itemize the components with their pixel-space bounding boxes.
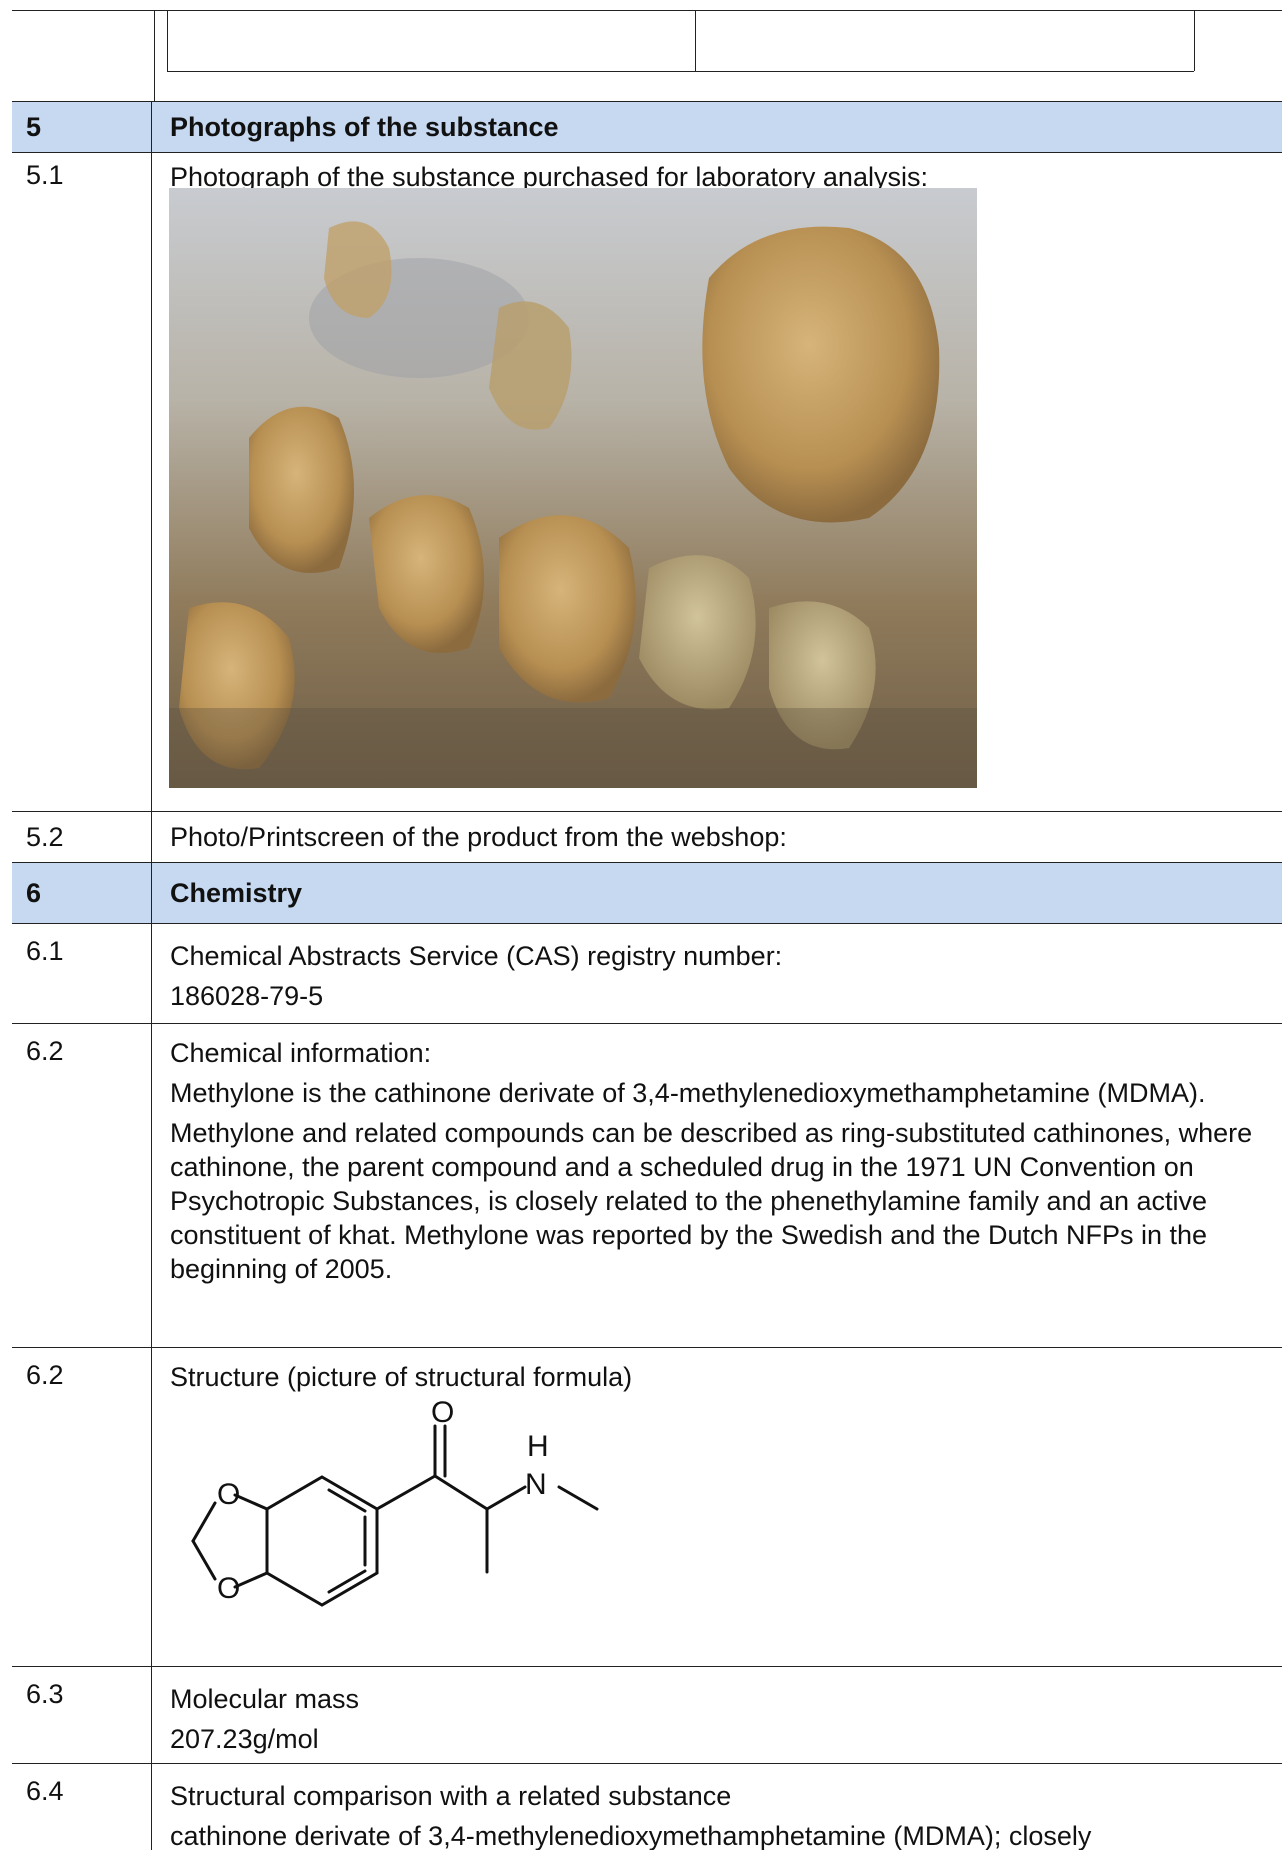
divider <box>154 11 155 102</box>
row-number: 6.2 <box>26 1360 64 1390</box>
cas-number: 186028-79-5 <box>170 981 324 1011</box>
molecular-mass-label: Molecular mass <box>170 1684 360 1714</box>
row-6-1: 6.1 Chemical Abstracts Service (CAS) reg… <box>12 923 1282 1024</box>
row-number: 5.1 <box>26 160 64 190</box>
atom-label: O <box>217 1572 240 1605</box>
row-content: Structural comparison with a related sub… <box>151 1764 1282 1850</box>
divider <box>1194 11 1195 71</box>
row-5-2: 5.2 Photo/Printscreen of the product fro… <box>12 811 1282 863</box>
row-6-4: 6.4 Structural comparison with a related… <box>12 1763 1282 1850</box>
atom-label: O <box>217 1478 240 1511</box>
divider <box>167 11 168 71</box>
section-6-header: 6 Chemistry <box>12 862 1282 924</box>
row-content: Chemical information: Methylone is the c… <box>151 1024 1282 1348</box>
inner-rule <box>167 71 1194 72</box>
structural-formula: O O O H N <box>191 1396 599 1607</box>
atom-label: N <box>525 1468 547 1501</box>
chemical-info-paragraph: Methylone and related compounds can be d… <box>170 1118 1253 1284</box>
row-content: Structure (picture of structural formula… <box>151 1348 1282 1667</box>
section-number: 6 <box>26 878 42 908</box>
row-content: Molecular mass 207.23g/mol <box>151 1667 1282 1764</box>
row-content: Photograph of the substance purchased fo… <box>151 153 1282 812</box>
section-number: 5 <box>26 112 42 142</box>
row-number: 6.2 <box>26 1036 64 1066</box>
chemical-info-label: Chemical information: <box>170 1038 432 1068</box>
row-number: 6.3 <box>26 1679 64 1709</box>
comparison-label: Structural comparison with a related sub… <box>170 1781 732 1811</box>
substance-photo <box>169 188 977 788</box>
row-number: 6.1 <box>26 936 64 966</box>
atom-label: H <box>527 1430 549 1463</box>
section-title: Chemistry <box>151 863 1282 924</box>
atom-label: O <box>431 1396 454 1429</box>
row-number: 6.4 <box>26 1776 64 1806</box>
row-6-2-structure: 6.2 Structure (picture of structural for… <box>12 1347 1282 1667</box>
row-6-2-chemical-info: 6.2 Chemical information: Methylone is t… <box>12 1023 1282 1348</box>
row-content: Chemical Abstracts Service (CAS) registr… <box>151 924 1282 1024</box>
chemical-info-paragraph: Methylone is the cathinone derivate of 3… <box>170 1078 1206 1108</box>
row-number: 5.2 <box>26 822 64 852</box>
row-content: Photo/Printscreen of the product from th… <box>151 812 1282 863</box>
row-6-3: 6.3 Molecular mass 207.23g/mol <box>12 1666 1282 1764</box>
molecular-mass-value: 207.23g/mol <box>170 1724 319 1754</box>
divider <box>695 11 696 71</box>
top-row <box>12 10 1282 102</box>
row-5-1: 5.1 Photograph of the substance purchase… <box>12 152 1282 812</box>
photo-caption: Photograph of the substance purchased fo… <box>170 162 928 192</box>
document-table: 5 Photographs of the substance 5.1 Photo… <box>12 10 1282 1850</box>
section-5-header: 5 Photographs of the substance <box>12 101 1282 153</box>
comparison-text: cathinone derivate of 3,4-methylenedioxy… <box>170 1821 1092 1850</box>
section-title: Photographs of the substance <box>151 102 1282 153</box>
cas-label: Chemical Abstracts Service (CAS) registr… <box>170 941 783 971</box>
structure-label: Structure (picture of structural formula… <box>170 1362 633 1392</box>
